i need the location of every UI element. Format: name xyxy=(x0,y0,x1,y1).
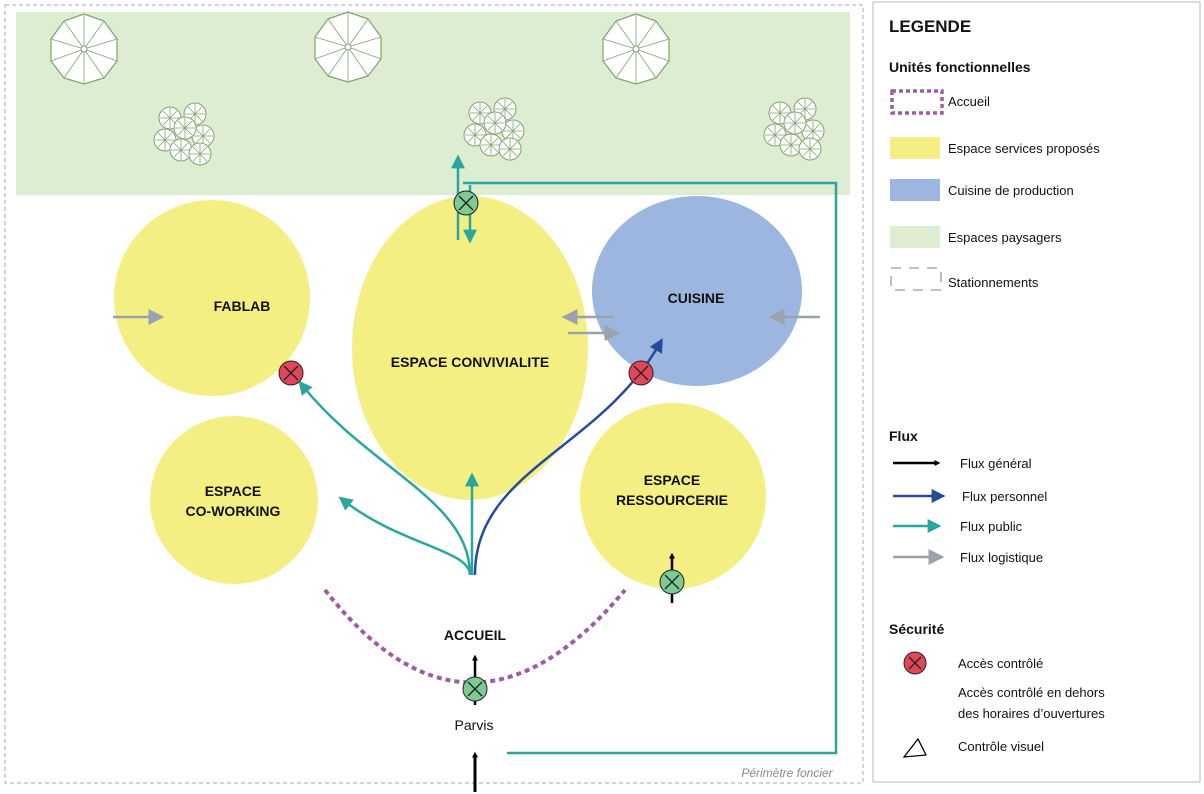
legend-security-title: Sécurité xyxy=(889,621,944,637)
public-flow-to-fablab xyxy=(298,380,472,576)
zone-fablab xyxy=(114,200,310,396)
zone-label-ressourcerie-1: ESPACE xyxy=(644,472,701,488)
legend-swatch-cuisine xyxy=(890,179,940,201)
zone-coworking xyxy=(150,416,318,584)
legend-unit-label: Espace services proposés xyxy=(948,141,1100,156)
visual-control-icon xyxy=(902,737,928,758)
zone-label-cuisine: CUISINE xyxy=(668,290,725,306)
afterhours-access-icon xyxy=(659,569,685,595)
zone-label-convivialite: ESPACE CONVIVIALITE xyxy=(391,354,549,370)
zone-label-fablab: FABLAB xyxy=(214,298,271,314)
tree-icon xyxy=(50,13,118,85)
accueil-label: ACCUEIL xyxy=(444,627,507,643)
legend-panel xyxy=(872,1,1201,783)
legend-security-label: Contrôle visuel xyxy=(958,739,1044,754)
legend-unit-label: Cuisine de production xyxy=(948,183,1074,198)
tree-icon xyxy=(602,13,670,85)
zone-ressourcerie xyxy=(580,403,766,589)
zone-label-coworking-2: CO-WORKING xyxy=(186,503,281,519)
public-flow-to-coworking xyxy=(338,496,472,576)
legend-title: LEGENDE xyxy=(889,17,971,36)
zone-label-ressourcerie-2: RESSOURCERIE xyxy=(616,492,728,508)
controlled-access-icon xyxy=(628,360,654,386)
tree-icon xyxy=(314,11,382,83)
perimeter-outline xyxy=(4,4,864,784)
public-flow-loop xyxy=(463,181,838,755)
legend-flow-label: Flux général xyxy=(960,456,1032,471)
perimeter-label: Périmètre foncier xyxy=(741,766,833,780)
parvis-label: Parvis xyxy=(455,717,494,733)
legend-unit-label: Stationnements xyxy=(948,275,1039,290)
legend-units-title: Unités fonctionnelles xyxy=(889,59,1031,75)
legend-unit-label: Accueil xyxy=(948,94,990,109)
landscape-zone xyxy=(16,12,850,195)
legend-unit-label: Espaces paysagers xyxy=(948,230,1062,245)
legend-swatch-parking xyxy=(890,267,942,291)
afterhours-access-icon xyxy=(453,190,479,216)
legend-security-label: Accès contrôlé xyxy=(958,656,1043,671)
legend-swatch-services xyxy=(890,137,940,159)
legend-swatch-accueil xyxy=(890,89,944,115)
controlled-access-icon xyxy=(278,360,304,386)
zone-convivialite xyxy=(352,196,588,500)
legend-swatch-landscape xyxy=(890,226,940,248)
legend-controlled-access-icon xyxy=(903,651,927,675)
zone-cuisine xyxy=(592,196,802,386)
legend-security-label: Accès contrôlé en dehors xyxy=(958,685,1105,700)
afterhours-access-icon xyxy=(462,676,488,702)
legend-flow-label: Flux public xyxy=(960,519,1023,534)
legend-flow-label: Flux personnel xyxy=(962,489,1047,504)
legend-flow-label: Flux logistique xyxy=(960,550,1043,565)
legend-flux-title: Flux xyxy=(889,428,918,444)
zone-label-coworking-1: ESPACE xyxy=(205,483,262,499)
legend-security-label: des horaires d’ouvertures xyxy=(958,706,1105,721)
